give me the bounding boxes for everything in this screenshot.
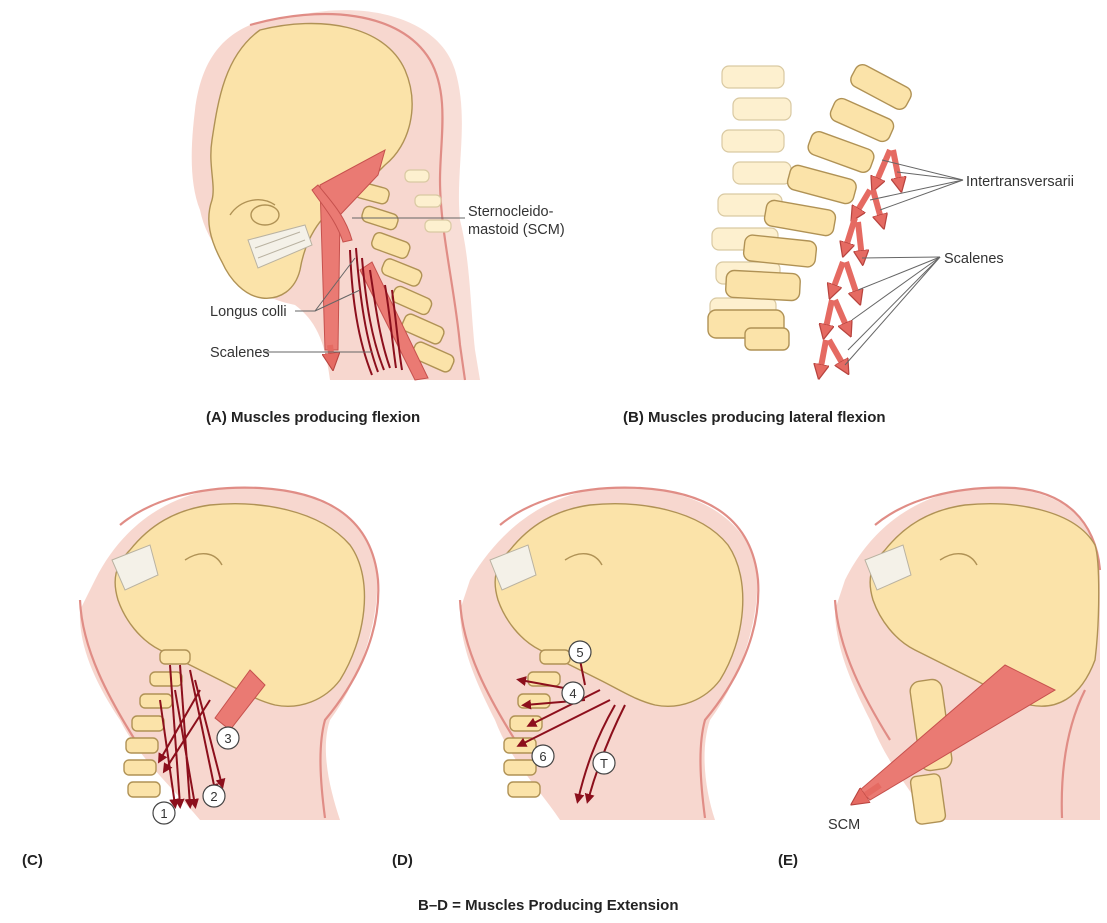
label-scalenes-a: Scalenes: [210, 345, 270, 361]
marker-3: 3: [224, 731, 231, 746]
marker-4: 4: [569, 686, 576, 701]
marker-t: T: [600, 756, 608, 771]
marker-6: 6: [539, 749, 546, 764]
label-intertransversarii: Intertransversarii: [966, 174, 1074, 190]
caption-panel-b: (B) Muscles producing lateral flexion: [623, 409, 886, 426]
panel-e-extension: SCM (E): [778, 488, 1100, 869]
panel-a-flexion: Sternocleido- mastoid (SCM) Longus colli…: [192, 10, 565, 426]
label-scm-e: SCM: [828, 817, 860, 833]
panel-d-extension: 5 4 6 T (D): [392, 488, 758, 869]
marker-1: 1: [160, 806, 167, 821]
label-scalenes-b: Scalenes: [944, 251, 1004, 267]
caption-panel-d: (D): [392, 852, 413, 869]
label-longus-colli: Longus colli: [210, 304, 287, 320]
panel-c-extension: 1 2 3 (C): [22, 488, 378, 869]
caption-panel-c: (C): [22, 852, 43, 869]
label-sternocleidomastoid-1: Sternocleido-: [468, 204, 554, 220]
caption-panel-e: (E): [778, 852, 798, 869]
caption-panel-a: (A) Muscles producing flexion: [206, 409, 420, 426]
marker-2: 2: [210, 789, 217, 804]
label-sternocleidomastoid-2: mastoid (SCM): [468, 222, 565, 238]
figure-footer-caption: B–D = Muscles Producing Extension: [418, 897, 678, 914]
marker-5: 5: [576, 645, 583, 660]
panel-b-lateral-flexion: Intertransversarii Scalenes (B) Muscles …: [623, 62, 1074, 426]
